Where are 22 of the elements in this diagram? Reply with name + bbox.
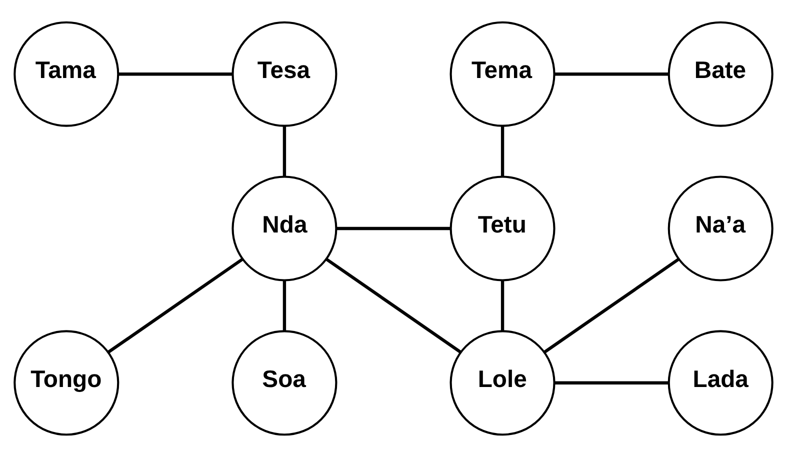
connector (326, 258, 462, 354)
node-circle: Bate (668, 21, 774, 127)
node-circle: Lada (668, 330, 774, 436)
connector (282, 280, 286, 331)
node-circle: Tesa (232, 21, 338, 127)
connector (500, 126, 504, 176)
connector (544, 258, 680, 354)
node-circle: Tongo (14, 330, 120, 436)
node-circle: Nda (232, 176, 338, 282)
node-circle: Soa (232, 330, 338, 436)
connector (554, 381, 669, 384)
node-circle: Tema (450, 21, 556, 127)
node-circle: Lole (450, 330, 556, 436)
connector (282, 126, 286, 176)
node-circle: Na’a (668, 176, 774, 282)
node-circle: Tetu (450, 176, 556, 282)
connector (118, 72, 233, 76)
connector (107, 258, 244, 354)
node-circle: Tama (14, 21, 120, 127)
connector (336, 226, 451, 230)
connector (554, 72, 669, 76)
connector (500, 280, 504, 331)
